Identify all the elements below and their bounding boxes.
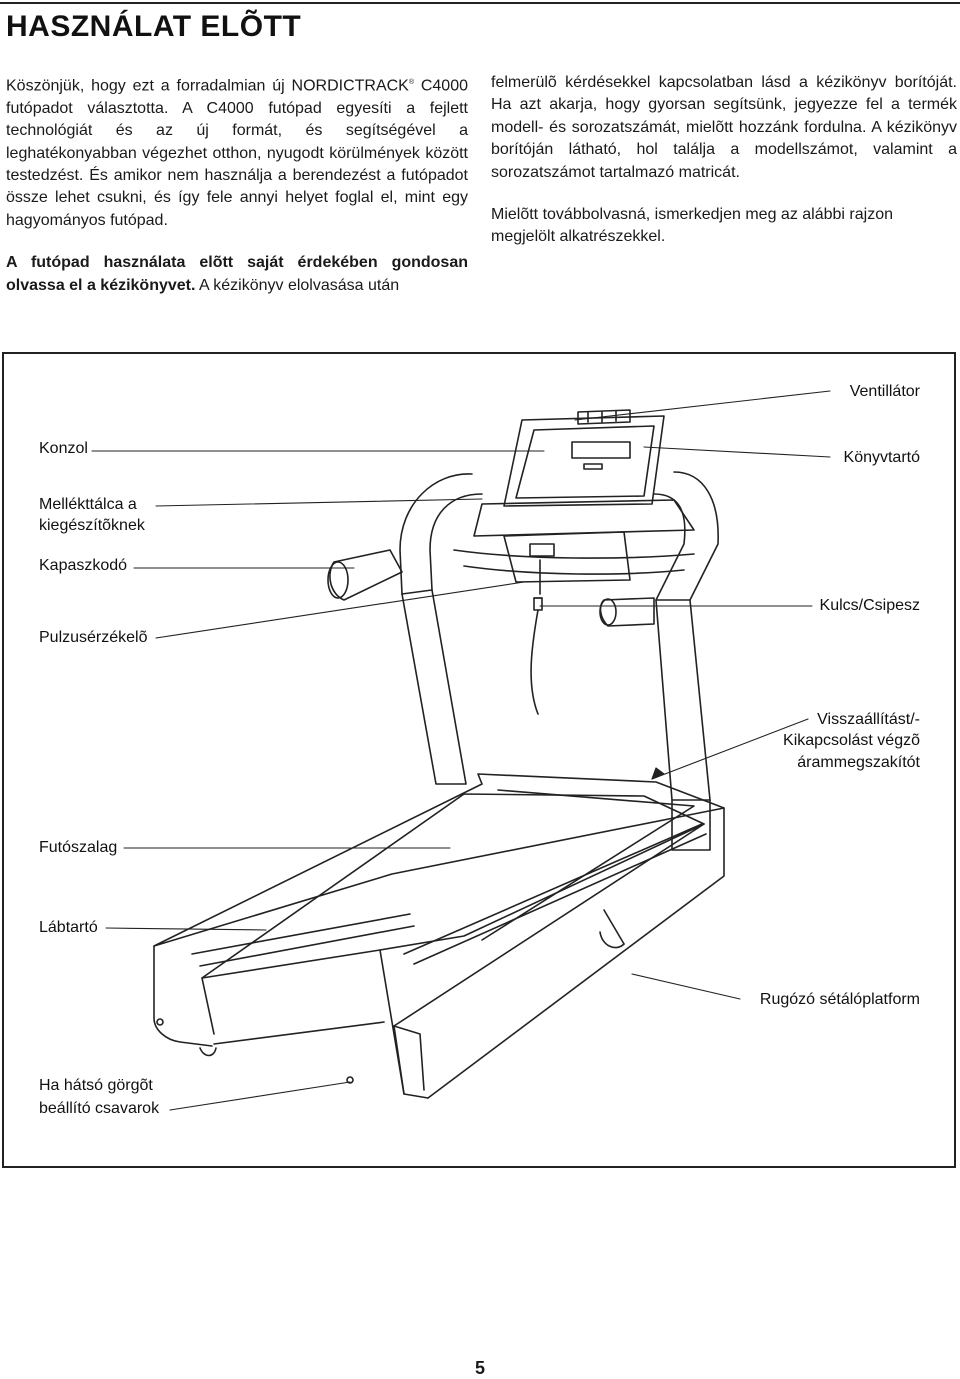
label-gorgo-2: beállító csavarok	[39, 1100, 160, 1117]
top-rule	[0, 2, 960, 4]
label-visszaallitas-2: Kikapcsolást végzõ	[783, 732, 920, 749]
leader-labtarto	[105, 927, 267, 931]
warning-bold-text: A futópad használata elõtt saját érdekéb…	[6, 254, 468, 294]
leader-ventillator	[574, 390, 831, 421]
parts-intro-paragraph: Mielõtt továbbolvasná, ismerkedjen meg a…	[491, 206, 893, 246]
label-pulzusérzékelo: Pulzusérzékelõ	[39, 629, 148, 646]
warning-paragraph: A futópad használata elõtt saját érdekéb…	[6, 252, 468, 297]
console	[453, 409, 695, 715]
warning-rest-text: A kézikönyv elolvasása után	[195, 276, 400, 294]
label-konzol: Konzol	[39, 440, 88, 457]
leader-rugozo	[631, 973, 741, 1000]
page-number: 5	[474, 1358, 485, 1378]
right-column: felmerülõ kérdésekkel kapcsolatban lásd …	[491, 72, 957, 249]
registered-mark: ®	[408, 79, 415, 86]
intro-paragraph: Köszönjük, hogy ezt a forradalmian új NO…	[6, 72, 468, 232]
leader-visszaallitas	[651, 718, 809, 780]
deck	[153, 773, 725, 1099]
leader-lines	[91, 390, 831, 1111]
treadmill-drawing	[91, 390, 831, 1111]
label-mellektalca-1: Mellékttálca a	[39, 496, 137, 513]
label-ventillator: Ventillátor	[849, 383, 920, 400]
label-visszaallitas-1: Visszaállítást/-	[817, 711, 920, 728]
label-visszaallitas-3: árammegszakítót	[797, 754, 920, 771]
treadmill-figure: Ventillátor Konzol Könyvtartó Mellékttál…	[2, 352, 956, 1168]
label-futoszalag: Futószalag	[39, 839, 118, 856]
label-rugozo-setaloplatform: Rugózó sétálóplatform	[759, 991, 920, 1008]
leader-visszaallitas-arrow	[651, 767, 665, 780]
label-labtarto: Lábtartó	[39, 919, 98, 936]
intro-text-part2: C4000 futópadot választotta. A C4000 fut…	[6, 77, 469, 229]
label-kapaszkodo: Kapaszkodó	[39, 557, 128, 574]
leader-mellektalca	[155, 498, 483, 507]
label-mellektalca-2: kiegészítõknek	[39, 517, 145, 534]
leader-pulzus	[155, 581, 525, 639]
handlebars	[327, 471, 719, 627]
support-paragraph: felmerülõ kérdésekkel kapcsolatban lásd …	[491, 74, 957, 181]
left-column: Köszönjük, hogy ezt a forradalmian új NO…	[6, 72, 468, 297]
leader-gorgo	[169, 1081, 351, 1111]
page-title: HASZNÁLAT ELÕTT	[6, 10, 302, 43]
label-konyvtarto: Könyvtartó	[843, 449, 920, 466]
leader-konyvtarto	[643, 446, 831, 458]
label-kulcs-csipesz: Kulcs/Csipesz	[819, 597, 920, 614]
label-gorgo-1: Ha hátsó görgõt	[39, 1077, 153, 1094]
uprights	[401, 589, 711, 851]
intro-text-part1: Köszönjük, hogy ezt a forradalmian új NO…	[6, 77, 409, 95]
